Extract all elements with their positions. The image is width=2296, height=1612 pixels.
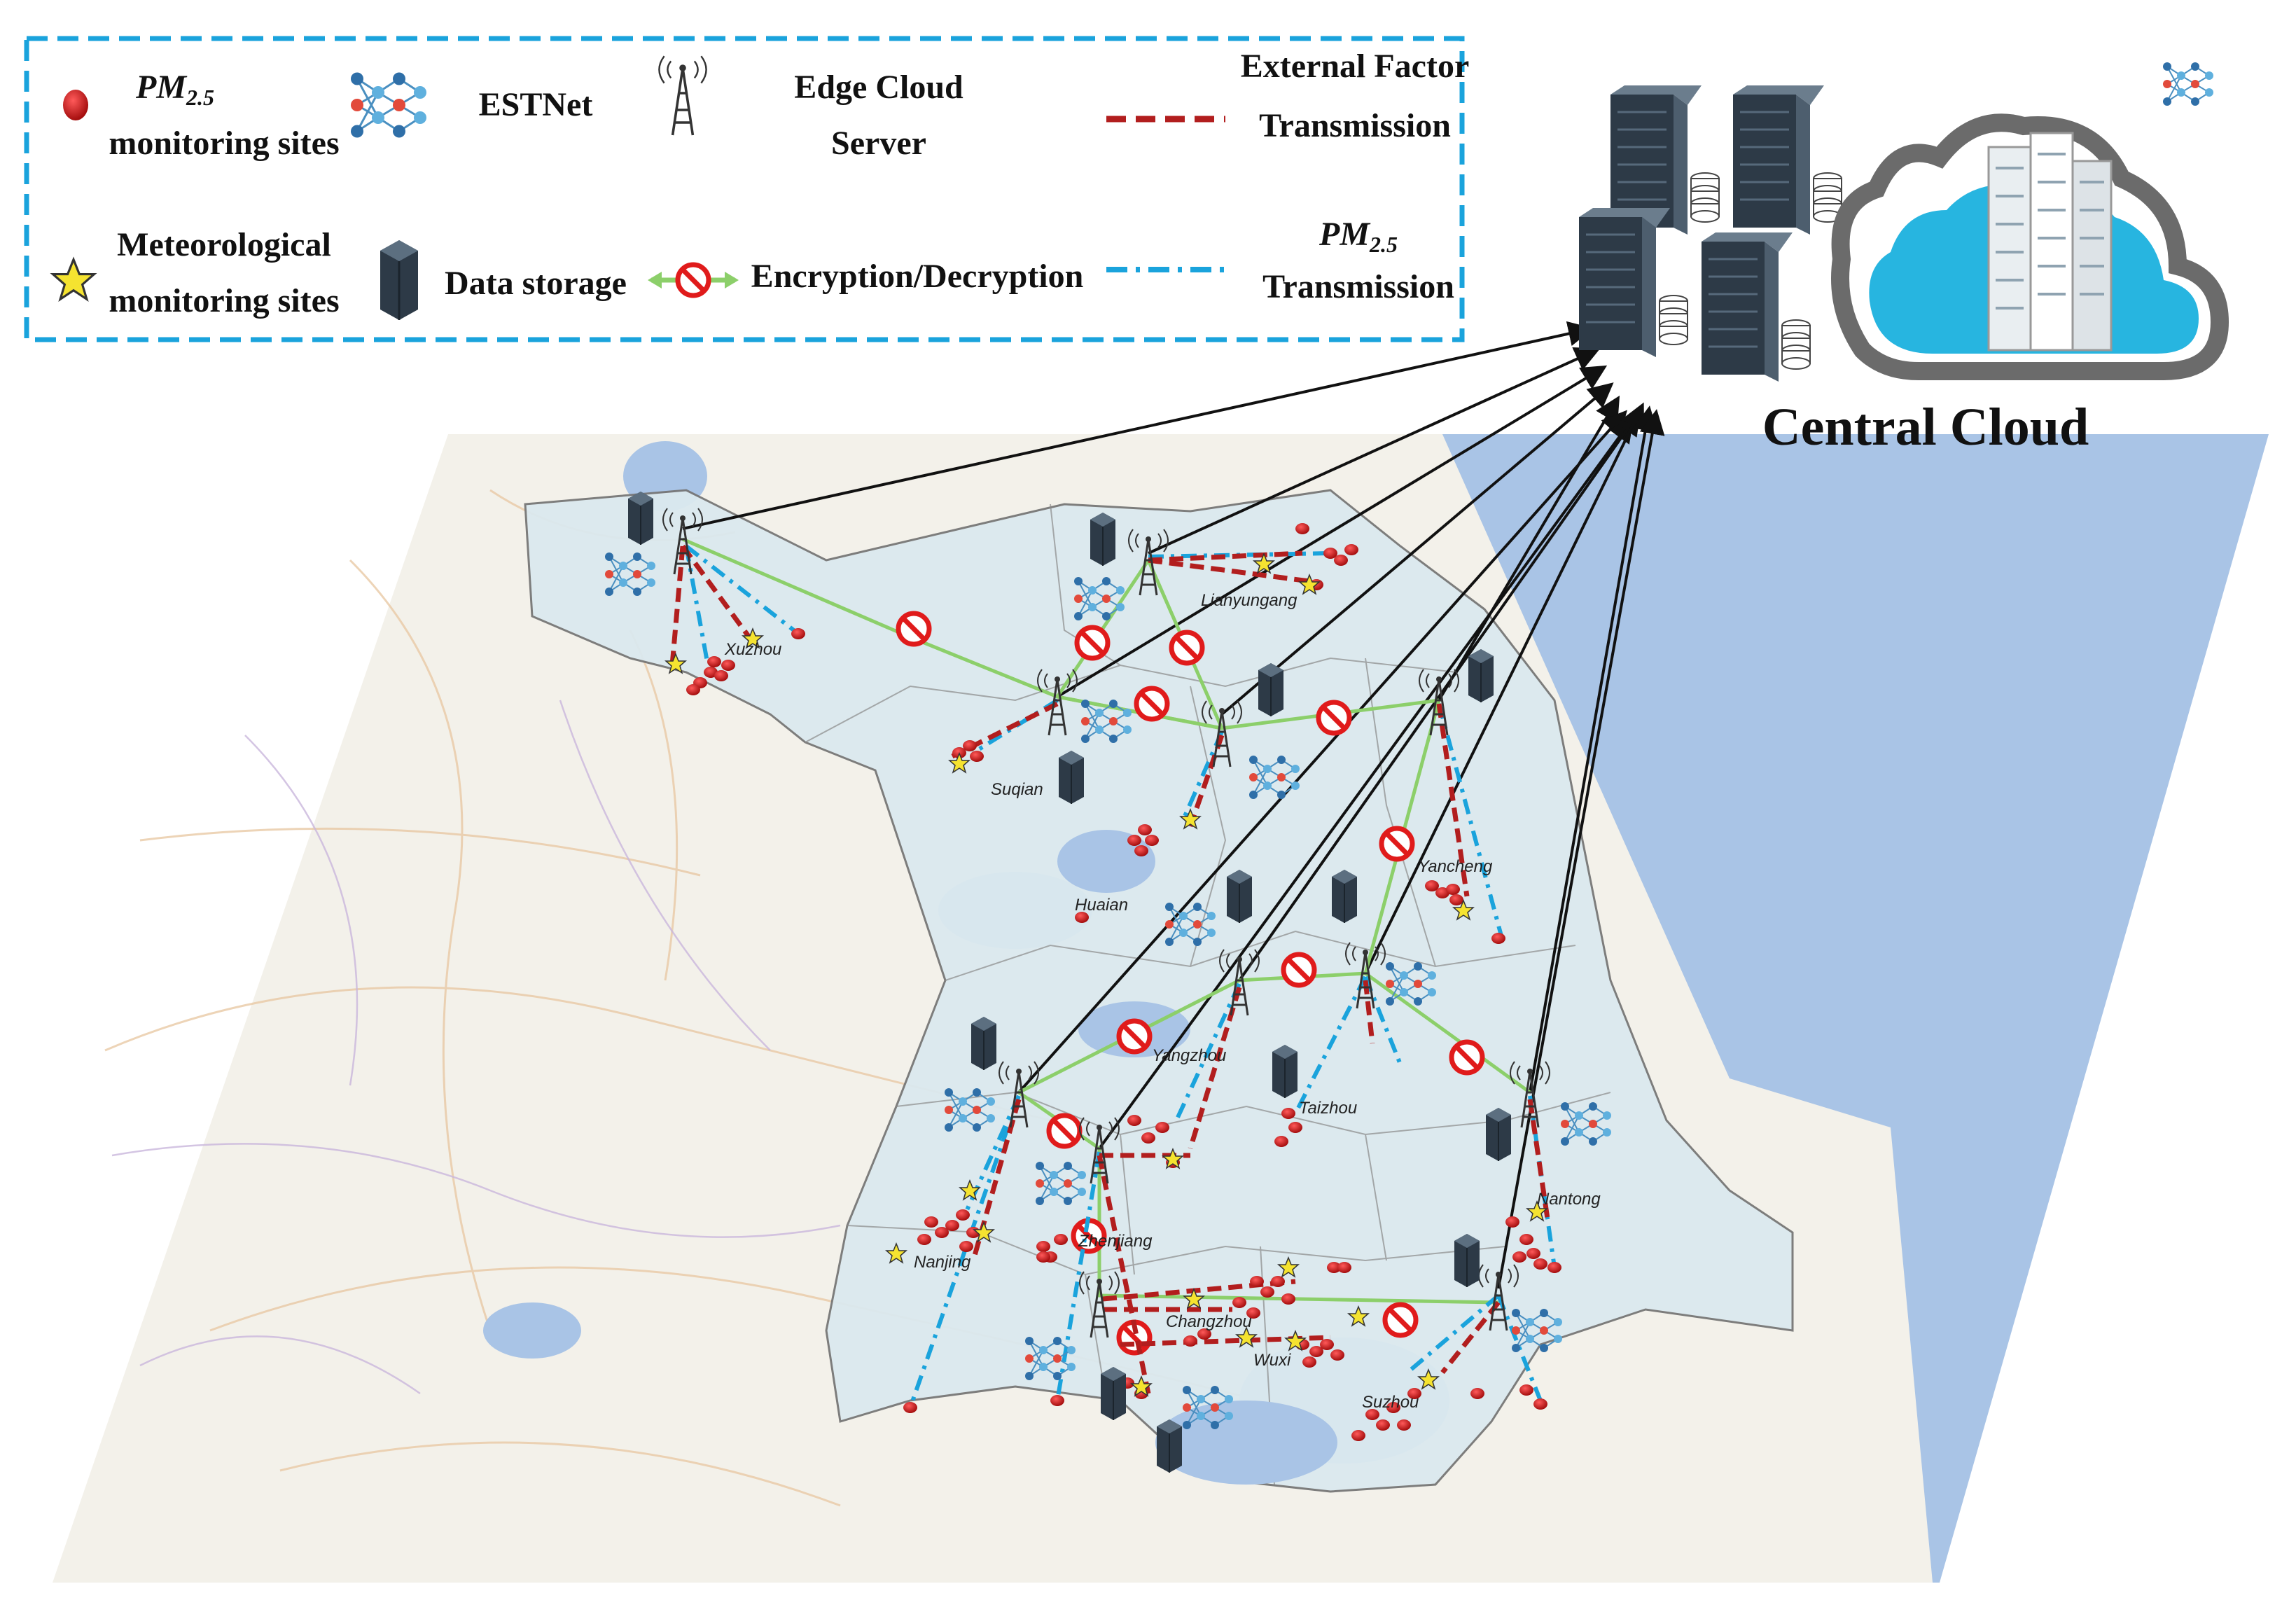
pm-monitoring-sites: [686, 523, 1561, 1441]
city-label: Yancheng: [1418, 857, 1493, 876]
upload-arrow: [1438, 395, 1620, 702]
encryption-icon: [1319, 702, 1349, 733]
city-label: Nanjing: [914, 1253, 971, 1272]
encryption-icon: [1171, 632, 1202, 663]
encryption-icon: [1136, 688, 1167, 719]
legend-pmtx-label: PM: [1319, 216, 1371, 253]
city-label: Suzhou: [1362, 1393, 1419, 1412]
upload-arrow: [1056, 365, 1608, 698]
upload-arrow: [1529, 405, 1658, 1093]
legend-pmtx-sub: 2.5: [1369, 232, 1398, 257]
legend-edge-line1: Edge Cloud: [794, 69, 963, 106]
central-cloud-group: Central Cloud: [1578, 62, 2229, 457]
city-label: Xuzhou: [724, 640, 781, 659]
upload-arrow: [682, 321, 1594, 530]
city-label: Suqian: [991, 780, 1043, 799]
upload-arrow: [1220, 382, 1614, 716]
sea-region: [1365, 434, 2269, 1583]
legend-met-line2: monitoring sites: [109, 282, 339, 319]
encryption-icon: [1119, 1021, 1150, 1052]
city-label: Huaian: [1075, 896, 1128, 915]
legend: PM2.5 monitoring sites ESTNet Edge Cloud…: [24, 36, 1470, 342]
central-cloud-icon: [1831, 113, 2229, 380]
upload-arrow: [1238, 410, 1641, 982]
svg-text:PM2.5: PM2.5: [135, 69, 214, 110]
upload-arrows: [682, 321, 1665, 1289]
taihu-lake: [1155, 1401, 1337, 1485]
pm-site-icon: [63, 90, 88, 120]
legend-storage-label: Data storage: [445, 265, 627, 302]
svg-text:PM2.5: PM2.5: [1319, 216, 1398, 257]
encryption-icon: [898, 613, 929, 644]
city-label: Lianyungang: [1201, 591, 1297, 610]
legend-pm-label: PM: [135, 69, 188, 106]
legend-estnet-label: ESTNet: [479, 86, 593, 123]
central-cloud-title: Central Cloud: [1762, 398, 2089, 457]
upload-arrow: [1497, 409, 1665, 1289]
city-label: Yangzhou: [1152, 1046, 1226, 1065]
upload-arrow: [1148, 347, 1601, 555]
encryption-icon: [1077, 627, 1108, 658]
legend-met-line1: Meteorological: [117, 226, 331, 263]
server-rack-icon: [1732, 84, 1843, 236]
encryption-icon: [1049, 1116, 1080, 1146]
legend-pm-sites-line2: monitoring sites: [109, 125, 339, 162]
legend-encryption-label: Encryption/Decryption: [751, 258, 1084, 295]
city-label: Zhenjiang: [1078, 1232, 1153, 1251]
data-storage-icon: [379, 239, 419, 321]
encryption-icon: [1382, 828, 1412, 859]
city-labels: Xuzhou Lianyungang Suqian Huaian Yanchen…: [724, 591, 1601, 1412]
encryption-icon: [1283, 954, 1314, 985]
city-label: Wuxi: [1253, 1351, 1291, 1370]
legend-border: [24, 36, 1465, 342]
city-label: Changzhou: [1166, 1312, 1252, 1331]
lake: [483, 1302, 581, 1359]
legend-pm-sub: 2.5: [186, 85, 214, 110]
encryption-icon: [1452, 1042, 1482, 1073]
encryption-icon: [1385, 1305, 1416, 1335]
city-label: Nantong: [1537, 1190, 1601, 1209]
upload-arrow: [1364, 402, 1645, 974]
upload-arrow: [1017, 410, 1627, 1094]
map-area: [53, 434, 2269, 1583]
legend-external-line2: Transmission: [1259, 107, 1451, 144]
upload-arrow: [1098, 417, 1634, 1150]
legend-edge-line2: Server: [831, 125, 926, 162]
encryption-icon: [648, 265, 739, 296]
server-rack-icon: [1700, 231, 1811, 383]
legend-pmtx-line2: Transmission: [1262, 268, 1454, 305]
city-label: Taizhou: [1299, 1099, 1357, 1118]
server-rack-icon: [1578, 207, 1689, 359]
legend-external-line1: External Factor: [1241, 48, 1470, 85]
